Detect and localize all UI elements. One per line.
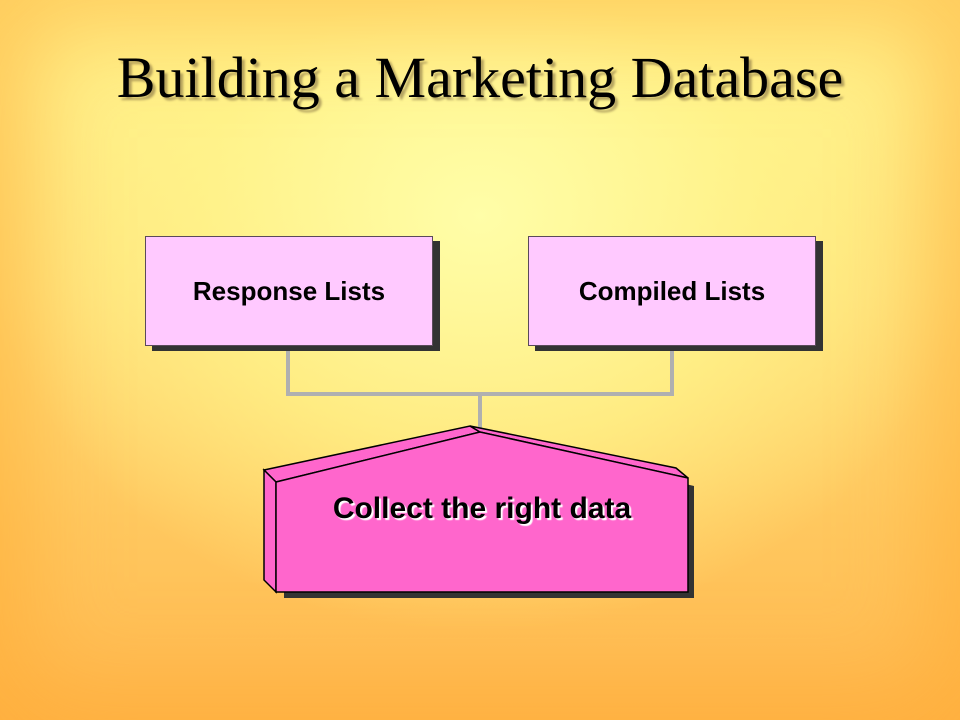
- target-side-face: [263, 468, 277, 594]
- target-front-face: [275, 431, 689, 593]
- target-block: [262, 425, 694, 598]
- connector-right: [480, 346, 674, 396]
- slide-title: Building a Marketing Database: [116, 45, 844, 110]
- compiled-lists-box: Compiled Lists: [528, 236, 816, 346]
- collect-data-label: Collect the right data: [332, 492, 632, 525]
- connector-left: [286, 346, 480, 396]
- connector-lines: [286, 346, 674, 434]
- response-lists-box: Response Lists: [145, 236, 433, 346]
